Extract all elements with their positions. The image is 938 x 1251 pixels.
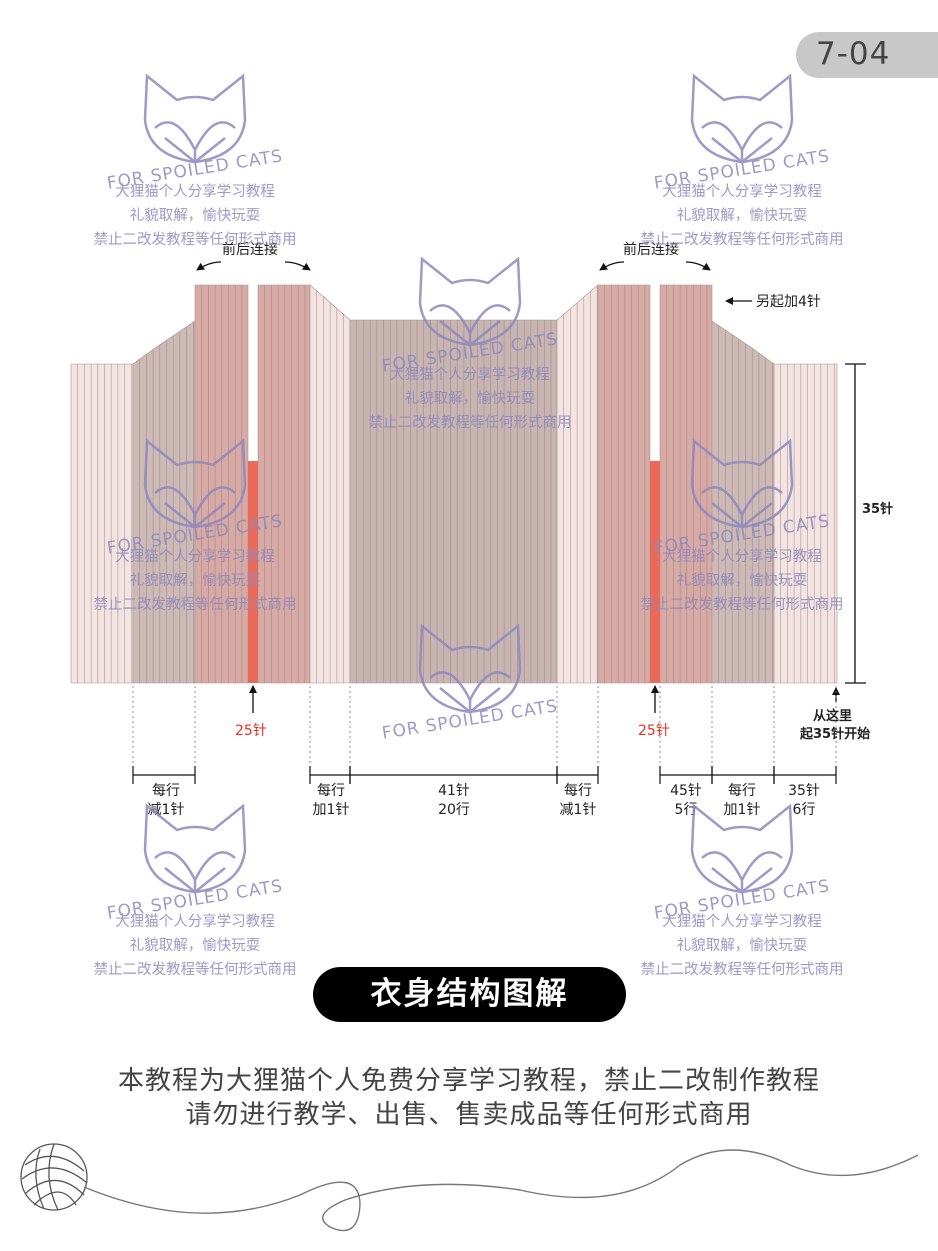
segment-label-1: 每行减1针	[147, 783, 185, 818]
join-label-right: 前后连接	[623, 242, 679, 258]
segment-label-6: 每行加1针	[723, 783, 761, 818]
block-right-decrease	[556, 284, 599, 684]
join-arrow	[685, 261, 711, 271]
yarn-thread	[83, 1149, 919, 1232]
block-right-increase	[711, 320, 775, 684]
block-right-back	[659, 284, 713, 684]
notice-line-2: 请勿进行教学、出售、售卖成品等任何形式商用	[185, 1100, 753, 1130]
join-arrow	[196, 261, 222, 271]
marker-column-right	[650, 461, 660, 683]
block-left-back	[257, 284, 311, 684]
block-right-front	[597, 284, 651, 684]
start-label-line1: 从这里	[813, 709, 853, 724]
join-arrow	[599, 261, 625, 271]
height-label: 35针	[862, 502, 894, 517]
block-left-flat	[70, 363, 134, 684]
block-left-decrease	[132, 320, 196, 684]
yarn-ball-icon	[20, 1143, 88, 1211]
notice-line-1: 本教程为大狸猫个人免费分享学习教程，禁止二改制作教程	[117, 1066, 820, 1096]
join-label-left: 前后连接	[222, 242, 278, 258]
cast-on-label: 另起加4针	[756, 294, 821, 310]
page-number-badge: 7-04	[796, 32, 938, 78]
start-label-line2: 起35针开始	[800, 727, 871, 742]
marker-column-left	[248, 461, 258, 683]
join-arrow	[284, 261, 311, 271]
marker-label-right: 25针	[638, 723, 670, 739]
section-title: 衣身结构图解	[313, 967, 626, 1022]
page-number: 7-04	[816, 36, 891, 72]
segment-label-2: 每行加1针	[312, 783, 350, 818]
block-center	[349, 319, 558, 684]
yarn-decoration	[20, 1143, 919, 1232]
marker-label-left: 25针	[235, 723, 267, 739]
segment-label-4: 每行减1针	[559, 783, 597, 818]
